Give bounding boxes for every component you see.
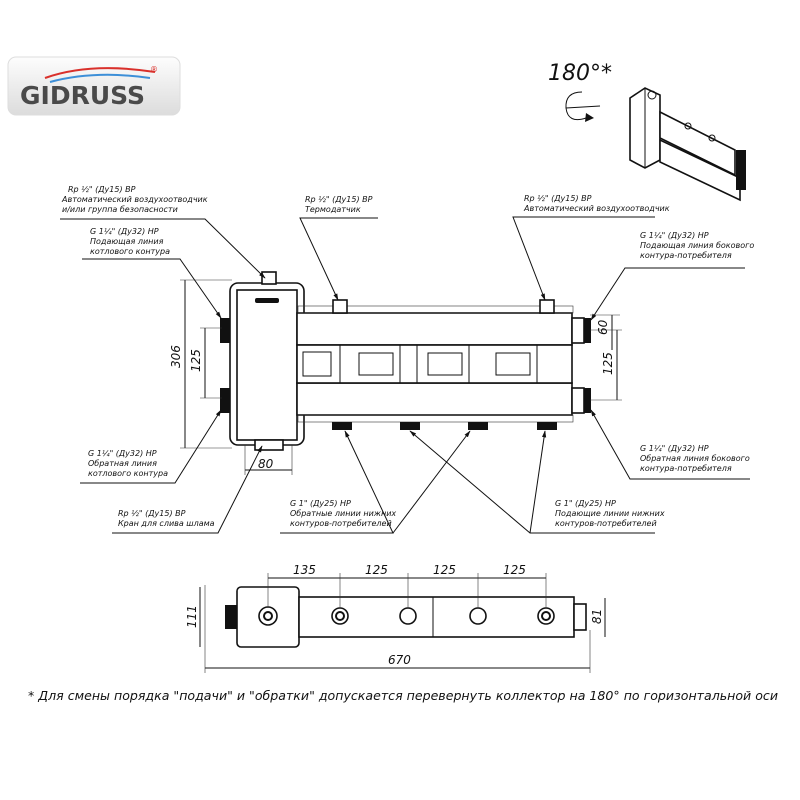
callout-drain: Rp ½" (Ду15) ВР Кран для слива шлама bbox=[118, 509, 215, 528]
dim-left-spacing: 125 bbox=[189, 349, 203, 372]
dim-length-total: 670 bbox=[388, 653, 411, 667]
svg-text:и/или группа безопасности: и/или группа безопасности bbox=[62, 205, 178, 214]
svg-text:контура-потребителя: контура-потребителя bbox=[640, 251, 732, 260]
gidruss-logo: GIDRUSS ® bbox=[7, 56, 181, 116]
front-dimensions bbox=[180, 279, 622, 475]
svg-text:Подающая линия бокового: Подающая линия бокового bbox=[640, 241, 754, 250]
svg-text:Термодатчик: Термодатчик bbox=[305, 205, 361, 214]
svg-text:G 1" (Ду25) НР: G 1" (Ду25) НР bbox=[290, 499, 351, 508]
svg-text:контуров-потребителей: контуров-потребителей bbox=[555, 519, 657, 528]
svg-text:Подающая линия: Подающая линия bbox=[90, 237, 164, 246]
callout-air-vent-right: Rp ½" (Ду15) ВР Автоматический воздухоот… bbox=[523, 194, 670, 213]
dim-right-height: 81 bbox=[590, 609, 604, 624]
svg-text:G 1" (Ду25) НР: G 1" (Ду25) НР bbox=[555, 499, 616, 508]
svg-text:Rp ½" (Ду15) ВР: Rp ½" (Ду15) ВР bbox=[118, 509, 186, 518]
svg-text:Автоматический воздухоотводчик: Автоматический воздухоотводчик bbox=[61, 195, 208, 204]
callout-lower-returns: G 1" (Ду25) НР Обратные линии нижних кон… bbox=[290, 499, 396, 528]
dim-bottom-first: 135 bbox=[293, 563, 316, 577]
bottom-dimensions bbox=[199, 573, 606, 673]
svg-text:Кран для слива шлама: Кран для слива шлама bbox=[118, 519, 215, 528]
dim-right-spacing: 125 bbox=[601, 352, 615, 375]
dim-height-total: 306 bbox=[169, 345, 183, 368]
svg-text:котлового контура: котлового контура bbox=[90, 247, 170, 256]
registered-mark: ® bbox=[150, 65, 158, 74]
rotation-arrow-icon bbox=[565, 91, 601, 122]
callout-thermo: Rp ½" (Ду15) ВР Термодатчик bbox=[305, 195, 373, 214]
svg-text:G 1¼" (Ду32) НР: G 1¼" (Ду32) НР bbox=[90, 227, 159, 236]
callout-side-return: G 1¼" (Ду32) НР Обратная линия бокового … bbox=[640, 444, 750, 473]
svg-text:G 1¼" (Ду32) НР: G 1¼" (Ду32) НР bbox=[640, 231, 709, 240]
svg-text:G 1¼" (Ду32) НР: G 1¼" (Ду32) НР bbox=[88, 449, 157, 458]
svg-text:Rp ½" (Ду15) ВР: Rp ½" (Ду15) ВР bbox=[68, 185, 136, 194]
dim-bottom-4: 125 bbox=[503, 563, 526, 577]
rotation-label: 180°* bbox=[548, 61, 612, 86]
isometric-view bbox=[629, 87, 746, 202]
footnote: * Для смены порядка "подачи" и "обратки"… bbox=[28, 688, 778, 703]
logo-text: GIDRUSS bbox=[20, 81, 145, 110]
dim-right-top: 60 bbox=[596, 319, 610, 335]
svg-text:Обратная линия бокового: Обратная линия бокового bbox=[640, 454, 750, 463]
svg-text:Обратная линия: Обратная линия bbox=[88, 459, 157, 468]
bottom-view bbox=[225, 586, 587, 648]
svg-text:контуров-потребителей: контуров-потребителей bbox=[290, 519, 392, 528]
svg-text:Rp ½" (Ду15) ВР: Rp ½" (Ду15) ВР bbox=[524, 194, 592, 203]
callout-boiler-supply: G 1¼" (Ду32) НР Подающая линия котлового… bbox=[90, 227, 170, 256]
callout-boiler-return: G 1¼" (Ду32) НР Обратная линия котлового… bbox=[88, 449, 168, 478]
dim-bottom-2: 125 bbox=[365, 563, 388, 577]
svg-text:Подающие линии нижних: Подающие линии нижних bbox=[555, 509, 665, 518]
svg-text:Автоматический воздухоотводчик: Автоматический воздухоотводчик bbox=[523, 204, 670, 213]
dim-left-height: 111 bbox=[185, 605, 199, 628]
svg-text:Обратные линии нижних: Обратные линии нижних bbox=[290, 509, 396, 518]
svg-text:G 1¼" (Ду32) НР: G 1¼" (Ду32) НР bbox=[640, 444, 709, 453]
dim-bottom-3: 125 bbox=[433, 563, 456, 577]
svg-text:котлового контура: котлового контура bbox=[88, 469, 168, 478]
svg-text:контура-потребителя: контура-потребителя bbox=[640, 464, 732, 473]
front-view bbox=[220, 271, 591, 451]
svg-text:Rp ½" (Ду15) ВР: Rp ½" (Ду15) ВР bbox=[305, 195, 373, 204]
dim-separator-width: 80 bbox=[258, 457, 274, 471]
callout-leaders bbox=[60, 216, 750, 534]
callout-lower-supplies: G 1" (Ду25) НР Подающие линии нижних кон… bbox=[555, 499, 665, 528]
callout-side-supply: G 1¼" (Ду32) НР Подающая линия бокового … bbox=[640, 231, 754, 260]
callout-air-vent-left: Rp ½" (Ду15) ВР Автоматический воздухоот… bbox=[61, 185, 208, 214]
